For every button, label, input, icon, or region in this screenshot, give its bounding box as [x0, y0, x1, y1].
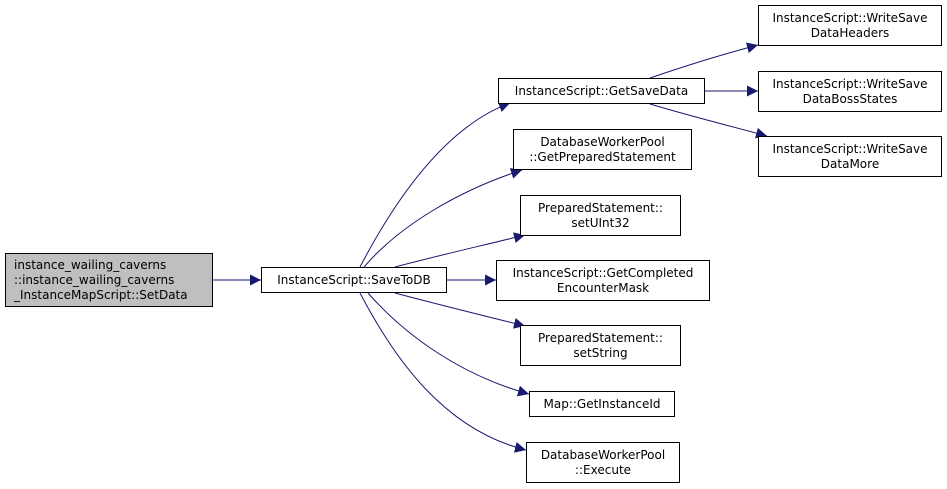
node-instancescript-savetodb[interactable]: InstanceScript::SaveToDB	[261, 267, 447, 293]
node-instancescript-getcompletedencountermask[interactable]: InstanceScript::GetCompleted EncounterMa…	[496, 260, 710, 301]
node-instancescript-writesavedatamore[interactable]: InstanceScript::WriteSave DataMore	[758, 136, 942, 177]
node-instancescript-writesavedatabossstates[interactable]: InstanceScript::WriteSave DataBossStates	[758, 71, 942, 112]
node-instance-wailing-caverns-setdata[interactable]: instance_wailing_caverns ::instance_wail…	[5, 253, 213, 307]
edge-save-to-db-to-set-string	[394, 292, 526, 329]
node-label-line: Map::GetInstanceId	[543, 396, 661, 411]
node-label-line: InstanceScript::WriteSave	[772, 10, 928, 25]
node-label-line: _InstanceMapScript::SetData	[14, 287, 188, 302]
edge-save-to-db-to-execute	[359, 292, 527, 453]
edge-save-to-db-to-get-instance-id	[367, 292, 530, 397]
node-label-line: InstanceScript::SaveToDB	[277, 272, 431, 287]
edge-save-to-db-to-set-uint32	[394, 232, 526, 268]
edge-get-save-data-to-write-save-data-more	[649, 103, 768, 139]
node-label-line: DataBossStates	[802, 91, 898, 106]
node-label-line: InstanceScript::GetCompleted	[512, 265, 694, 280]
node-instancescript-writesavedataheaders[interactable]: InstanceScript::WriteSave DataHeaders	[758, 5, 942, 46]
node-preparedstatement-setstring[interactable]: PreparedStatement:: setString	[520, 325, 681, 366]
node-label-line: InstanceScript::WriteSave	[772, 76, 928, 91]
node-label-line: PreparedStatement::	[538, 330, 663, 345]
node-label-line: ::instance_wailing_caverns	[14, 272, 175, 287]
node-label-line: instance_wailing_caverns	[14, 257, 167, 272]
node-instancescript-getsavedata[interactable]: InstanceScript::GetSaveData	[498, 78, 705, 104]
edge-save-to-db-to-get-prepared-statement	[363, 168, 523, 268]
node-preparedstatement-setuint32[interactable]: PreparedStatement:: setUInt32	[520, 195, 681, 236]
node-label-line: InstanceScript::WriteSave	[772, 141, 928, 156]
node-label-line: ::Execute	[574, 462, 632, 477]
node-label-line: PreparedStatement::	[538, 200, 663, 215]
node-label-line: DatabaseWorkerPool	[540, 447, 666, 462]
node-label-line: EncounterMask	[556, 280, 650, 295]
node-label-line: setString	[573, 345, 628, 360]
node-databaseworkerpool-getpreparedstatement[interactable]: DatabaseWorkerPool ::GetPreparedStatemen…	[513, 129, 692, 170]
node-label-line: setUInt32	[571, 215, 630, 230]
edge-save-to-db-to-get-save-data	[359, 101, 511, 268]
node-map-getinstanceid[interactable]: Map::GetInstanceId	[529, 391, 675, 417]
node-label-line: InstanceScript::GetSaveData	[514, 83, 689, 98]
node-label-line: DatabaseWorkerPool	[540, 134, 665, 149]
edge-get-save-data-to-write-save-data-headers	[649, 42, 759, 79]
node-label-line: DataMore	[820, 156, 880, 171]
node-label-line: DataHeaders	[810, 25, 890, 40]
node-databaseworkerpool-execute[interactable]: DatabaseWorkerPool ::Execute	[526, 442, 680, 483]
node-label-line: ::GetPreparedStatement	[529, 149, 676, 164]
